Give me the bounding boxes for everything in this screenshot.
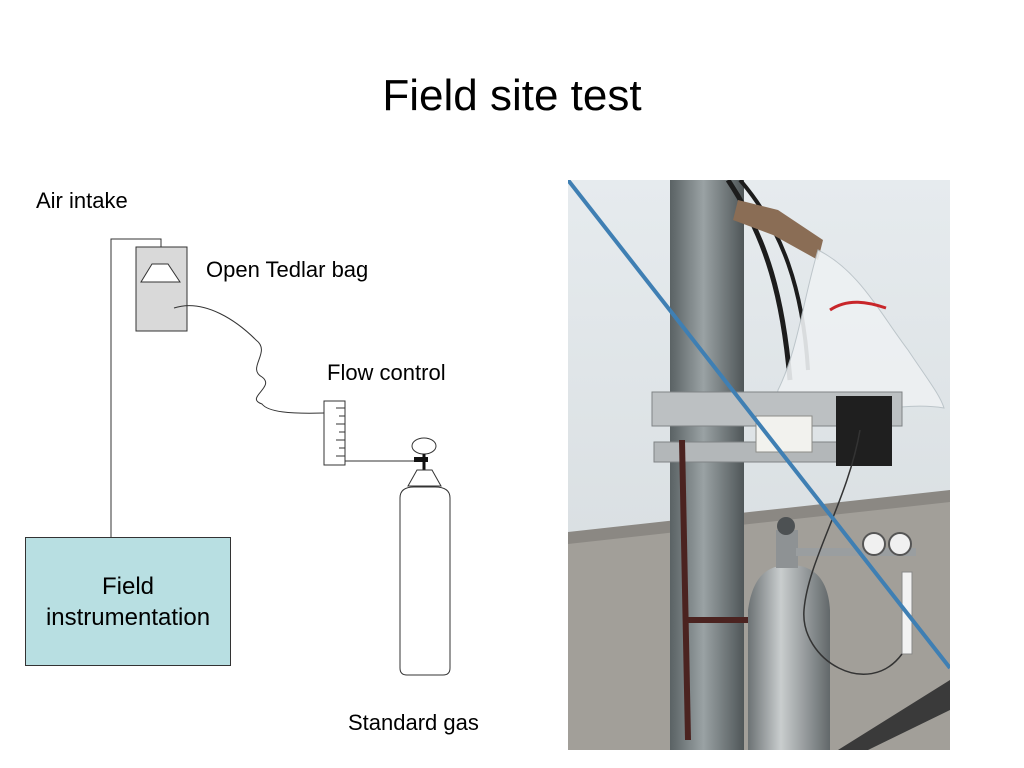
railing	[838, 680, 950, 750]
pressure-gauge-icon	[888, 532, 912, 556]
pressure-gauge-icon	[862, 532, 886, 556]
flow-meter-scale	[336, 407, 345, 457]
bag-to-flow-tube	[173, 305, 325, 414]
valve-knob-icon	[777, 517, 795, 535]
field-instrumentation-box: Field instrumentation	[25, 537, 231, 666]
regulator-pipe	[796, 548, 916, 556]
field-site-photo	[568, 180, 950, 750]
regulator-gauge-icon	[411, 437, 437, 455]
slide-title: Field site test	[382, 71, 642, 120]
cylinder-valve-neck	[407, 469, 442, 487]
red-tie	[829, 300, 887, 312]
field-instrumentation-label: Field instrumentation	[45, 572, 211, 631]
brown-tape	[733, 200, 823, 260]
schematic-diagram	[110, 238, 451, 676]
sensor-box	[836, 396, 892, 466]
standard-gas-label: Standard gas	[348, 710, 479, 735]
gas-cylinder-photo	[748, 565, 830, 750]
regulator-valve	[414, 457, 428, 462]
air-intake-label: Air intake	[36, 188, 128, 213]
gas-cylinder	[399, 486, 451, 676]
blue-hose	[568, 180, 950, 670]
strap	[679, 439, 691, 741]
roof-parapet	[568, 490, 950, 544]
bag-funnel-icon	[140, 263, 181, 283]
tedlar-bag-label: Open Tedlar bag	[206, 257, 369, 282]
flow-control-meter	[323, 400, 346, 466]
flow-control-label: Flow control	[327, 360, 446, 385]
cylinder-valve-photo	[776, 530, 798, 568]
tedlar-bag	[135, 246, 188, 332]
sample-tubing	[803, 429, 903, 675]
photo-illustration	[568, 180, 950, 750]
